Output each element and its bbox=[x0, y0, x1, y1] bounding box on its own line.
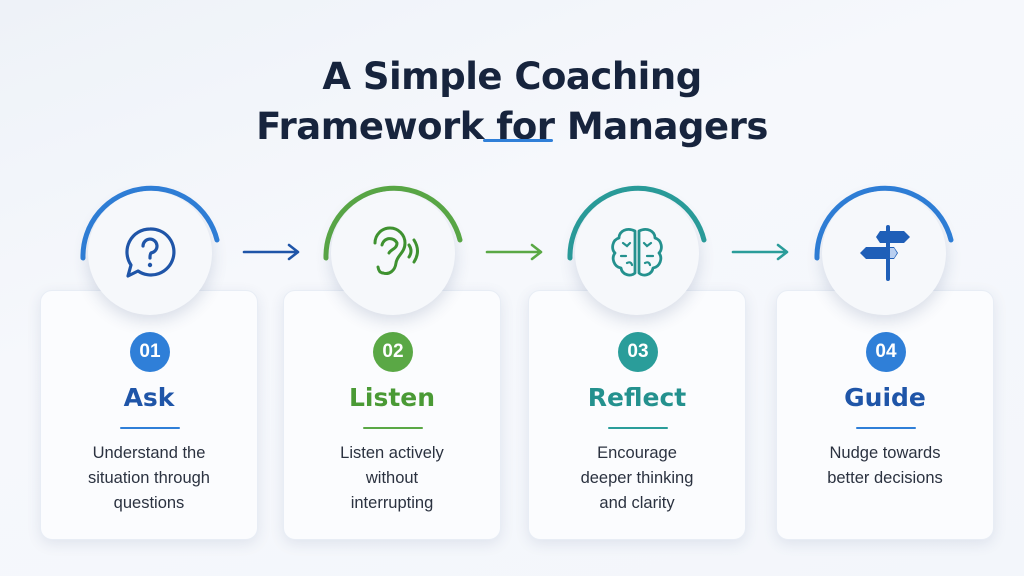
ear-icon bbox=[373, 226, 419, 275]
desc-line: questions bbox=[113, 494, 185, 512]
step-underline bbox=[608, 427, 668, 429]
arc-decoration bbox=[80, 185, 220, 261]
desc-line: Understand the bbox=[92, 444, 206, 462]
step-icon-guide bbox=[809, 178, 959, 328]
arc-decoration bbox=[814, 185, 954, 261]
arrow-right-icon bbox=[485, 243, 543, 261]
step-card-guide: 04 Guide Nudge towards better decisions bbox=[776, 290, 994, 540]
step-description: Nudge towards better decisions bbox=[787, 441, 983, 491]
step-description: Encourage deeper thinking and clarity bbox=[539, 441, 735, 516]
desc-line: interrupting bbox=[350, 494, 434, 512]
step-description: Understand the situation through questio… bbox=[51, 441, 247, 516]
step-number-badge: 04 bbox=[866, 332, 906, 372]
step-number-badge: 01 bbox=[130, 332, 170, 372]
step-title: Reflect bbox=[587, 383, 687, 412]
step-title: Listen bbox=[348, 383, 436, 412]
arrow-right-icon bbox=[242, 243, 300, 261]
desc-line: without bbox=[365, 469, 419, 487]
arc-decoration bbox=[323, 185, 463, 261]
step-title: Guide bbox=[844, 383, 926, 412]
step-icon-ask bbox=[75, 178, 225, 328]
step-card-ask: 01 Ask Understand the situation through … bbox=[40, 290, 258, 540]
step-title: Ask bbox=[123, 383, 175, 412]
step-icon-listen bbox=[318, 178, 468, 328]
step-underline bbox=[120, 427, 180, 429]
title-line-2: Framework for Managers bbox=[256, 105, 768, 148]
question-bubble-icon bbox=[125, 227, 176, 278]
title-line-1: A Simple Coaching bbox=[322, 55, 702, 98]
step-icon-reflect bbox=[562, 178, 712, 328]
desc-line: Listen actively bbox=[340, 444, 444, 462]
arrow-right-icon bbox=[731, 243, 789, 261]
desc-line: situation through bbox=[87, 469, 210, 487]
desc-line: deeper thinking bbox=[580, 469, 694, 487]
step-description: Listen actively without interrupting bbox=[294, 441, 490, 516]
desc-line: better decisions bbox=[827, 469, 943, 487]
arc-decoration bbox=[567, 185, 707, 261]
step-number-badge: 03 bbox=[618, 332, 658, 372]
page-title: A Simple Coaching Framework for Managers bbox=[0, 52, 1024, 152]
step-card-listen: 02 Listen Listen actively without interr… bbox=[283, 290, 501, 540]
title-underline bbox=[483, 139, 553, 142]
brain-icon bbox=[611, 228, 663, 277]
step-underline bbox=[856, 427, 916, 429]
step-number-badge: 02 bbox=[373, 332, 413, 372]
signpost-icon bbox=[860, 225, 910, 281]
step-underline bbox=[363, 427, 423, 429]
desc-line: Nudge towards bbox=[829, 444, 941, 462]
desc-line: Encourage bbox=[597, 444, 677, 462]
desc-line: and clarity bbox=[599, 494, 675, 512]
